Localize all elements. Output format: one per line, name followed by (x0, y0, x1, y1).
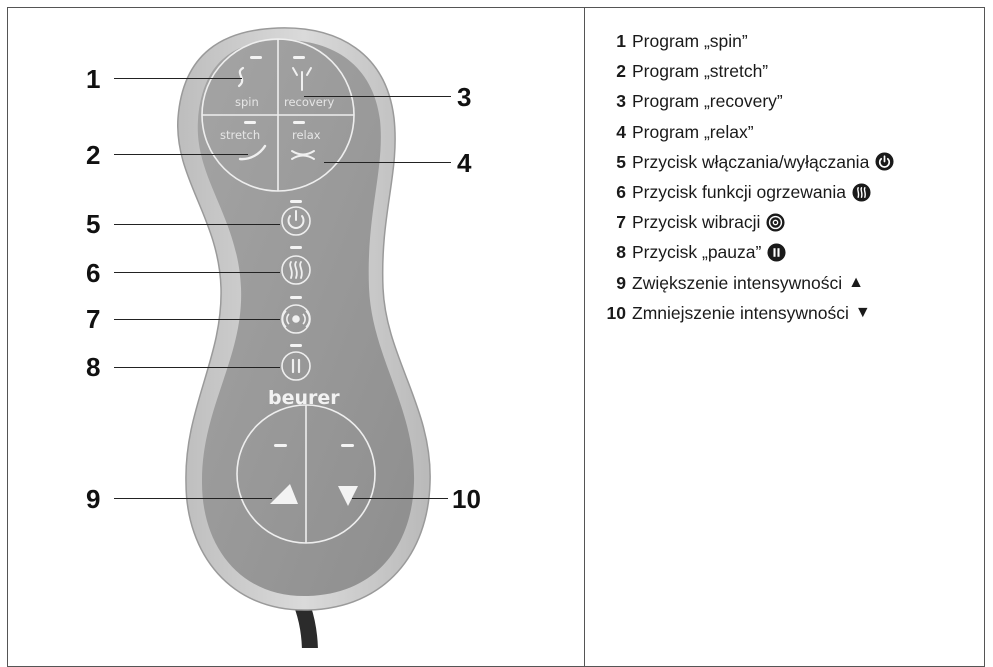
up-led (274, 444, 287, 447)
legend-number: 6 (598, 177, 626, 207)
callout-2: 2 (86, 142, 100, 168)
leader-line-5 (114, 224, 280, 225)
legend-number: 3 (598, 86, 626, 116)
legend-text: Zwiększenie intensywności (632, 268, 842, 298)
legend-text: Przycisk włączania/wyłączania (632, 147, 869, 177)
power-icon (875, 152, 894, 171)
legend-item: 4 Program „relax” (598, 117, 894, 147)
legend-item: 3 Program „recovery” (598, 86, 894, 116)
legend-number: 9 (598, 268, 626, 298)
callout-3: 3 (457, 84, 471, 110)
spin-led (250, 56, 262, 59)
remote-illustration-panel: spin recovery stretch relax (8, 8, 584, 648)
legend-number: 10 (598, 298, 626, 328)
stretch-led (244, 121, 256, 124)
legend-number: 1 (598, 26, 626, 56)
legend-list: 1 Program „spin” 2 Program „stretch” 3 P… (598, 26, 894, 328)
legend-number: 8 (598, 237, 626, 267)
callout-5: 5 (86, 211, 100, 237)
pause-icon (767, 243, 786, 262)
callout-1: 1 (86, 66, 100, 92)
legend-text: Przycisk funkcji ogrzewania (632, 177, 846, 207)
callout-10: 10 (452, 486, 481, 512)
legend-text: Program „stretch” (632, 56, 768, 86)
legend-text: Przycisk „pauza” (632, 237, 761, 267)
power-cable (303, 608, 310, 648)
relax-led (293, 121, 305, 124)
vibration-icon (766, 213, 785, 232)
leader-line-2 (114, 154, 248, 155)
column-divider (584, 7, 585, 667)
legend-number: 2 (598, 56, 626, 86)
legend-item: 10 Zmniejszenie intensywności ▼ (598, 298, 894, 328)
callout-7: 7 (86, 306, 100, 332)
leader-line-4 (324, 162, 451, 163)
leader-line-1 (114, 78, 242, 79)
heat-icon (852, 183, 871, 202)
spin-label: spin (235, 95, 259, 109)
legend-item: 1 Program „spin” (598, 26, 894, 56)
recovery-label: recovery (284, 95, 335, 109)
legend-number: 7 (598, 207, 626, 237)
stretch-label: stretch (220, 128, 260, 142)
legend-number: 4 (598, 117, 626, 147)
legend-text: Przycisk wibracji (632, 207, 760, 237)
callout-4: 4 (457, 150, 471, 176)
relax-label: relax (292, 128, 321, 142)
down-led (341, 444, 354, 447)
legend-text: Zmniejszenie intensywności (632, 298, 849, 328)
legend-text: Program „relax” (632, 117, 754, 147)
up-triangle-icon: ▲ (848, 268, 864, 298)
legend-item: 5 Przycisk włączania/wyłączania (598, 147, 894, 177)
legend-text: Program „recovery” (632, 86, 783, 116)
legend-item: 6 Przycisk funkcji ogrzewania (598, 177, 894, 207)
leader-line-10 (352, 498, 448, 499)
legend-item: 8 Przycisk „pauza” (598, 237, 894, 267)
callout-8: 8 (86, 354, 100, 380)
callout-9: 9 (86, 486, 100, 512)
legend-item: 7 Przycisk wibracji (598, 207, 894, 237)
down-triangle-icon: ▼ (855, 298, 871, 328)
legend-text: Program „spin” (632, 26, 748, 56)
leader-line-7 (114, 319, 280, 320)
legend-item: 2 Program „stretch” (598, 56, 894, 86)
callout-6: 6 (86, 260, 100, 286)
leader-line-9 (114, 498, 272, 499)
recovery-led (293, 56, 305, 59)
legend-number: 5 (598, 147, 626, 177)
leader-line-8 (114, 367, 280, 368)
legend-item: 9 Zwiększenie intensywności ▲ (598, 268, 894, 298)
leader-line-3 (304, 96, 451, 97)
leader-line-6 (114, 272, 280, 273)
